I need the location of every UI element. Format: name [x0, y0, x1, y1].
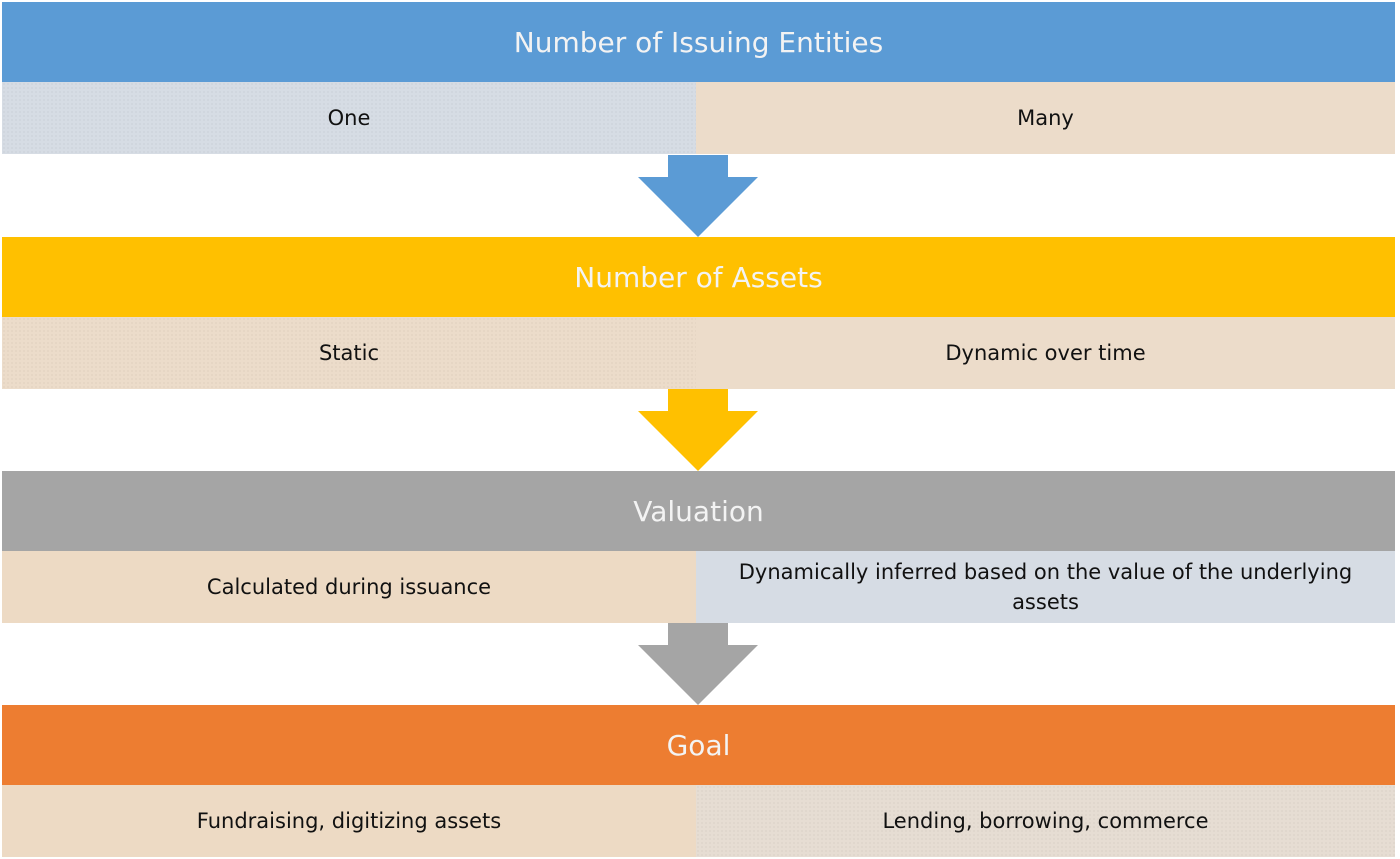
option-static: Static: [2, 317, 696, 389]
header-number-of-assets: Number of Assets: [2, 237, 1395, 317]
header-valuation: Valuation: [2, 471, 1395, 551]
header-issuing-entities: Number of Issuing Entities: [2, 2, 1395, 82]
row-goal: Fundraising, digitizing assets Lending, …: [2, 785, 1395, 857]
option-calculated-during-issuance: Calculated during issuance: [2, 551, 696, 623]
option-dynamically-inferred: Dynamically inferred based on the value …: [696, 551, 1395, 623]
down-arrow-icon: [638, 389, 758, 471]
header-goal: Goal: [2, 705, 1395, 785]
down-arrow-icon: [638, 155, 758, 237]
option-many: Many: [696, 82, 1395, 154]
row-valuation: Calculated during issuance Dynamically i…: [2, 551, 1395, 623]
option-one: One: [2, 82, 696, 154]
option-fundraising: Fundraising, digitizing assets: [2, 785, 696, 857]
down-arrow-icon: [638, 623, 758, 705]
option-dynamic-over-time: Dynamic over time: [696, 317, 1395, 389]
row-issuing-entities: One Many: [2, 82, 1395, 154]
row-number-of-assets: Static Dynamic over time: [2, 317, 1395, 389]
option-lending: Lending, borrowing, commerce: [696, 785, 1395, 857]
